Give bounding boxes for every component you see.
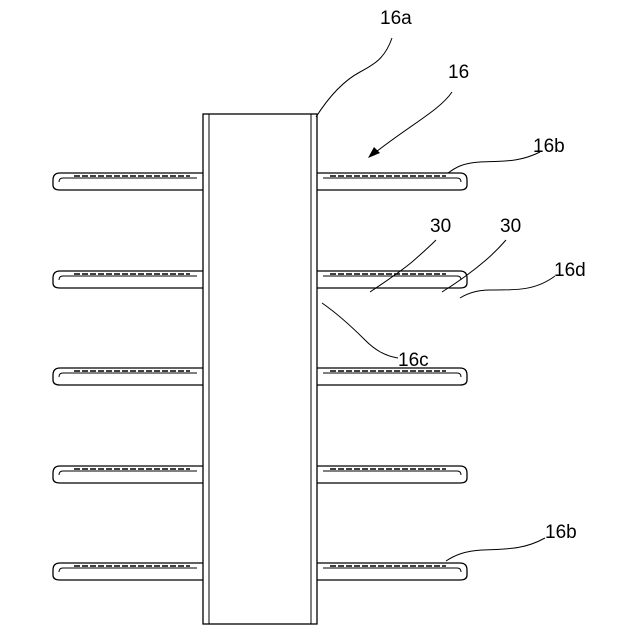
fin-left [53, 271, 203, 288]
label-16: 16 [448, 62, 469, 83]
fin-left [53, 173, 203, 190]
leader-16a [316, 38, 392, 117]
leader-16c [322, 303, 398, 358]
leader-30-right [442, 240, 506, 292]
fin-right [317, 173, 467, 190]
label-16b-bottom: 16b [545, 522, 577, 543]
fin-left [53, 368, 203, 385]
central-column [203, 114, 317, 624]
leader-16b-bottom [446, 538, 545, 561]
leader-16 [372, 92, 452, 155]
fin-right [317, 563, 467, 580]
label-30-left: 30 [430, 216, 451, 237]
leader-30-left [370, 240, 436, 292]
fin-group [53, 173, 467, 580]
leader-16b-top [448, 152, 540, 173]
fin-right [317, 368, 467, 385]
fin-left [53, 466, 203, 483]
leader-16d [460, 276, 555, 298]
arrow-head-16 [368, 147, 380, 158]
fin-right [317, 466, 467, 483]
label-16a: 16a [380, 8, 412, 29]
label-16c: 16c [398, 350, 429, 371]
fin-left [53, 563, 203, 580]
label-16d: 16d [554, 260, 586, 281]
label-30-right: 30 [500, 216, 521, 237]
fin-right [317, 271, 467, 288]
label-16b-top: 16b [533, 136, 565, 157]
